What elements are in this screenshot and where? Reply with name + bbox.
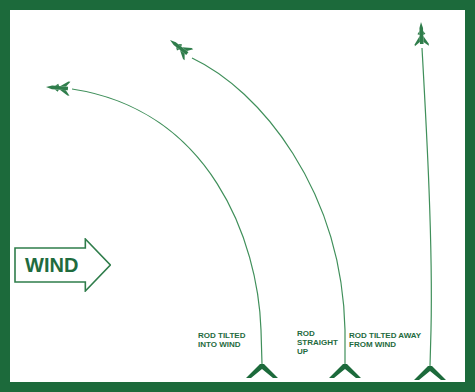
arrow-shape (15, 239, 110, 291)
launch-pad (246, 364, 278, 378)
rocket (166, 34, 194, 60)
wind-arrow: WIND (14, 238, 111, 292)
flight-path (72, 89, 262, 364)
flight-path (192, 58, 345, 364)
rod-label: ROD STRAIGHT UP (295, 328, 339, 357)
frame-border (5, 5, 470, 387)
rocket (414, 22, 429, 46)
launch-pad (414, 366, 446, 380)
rod-label: ROD TILTED INTO WIND (196, 330, 256, 350)
rocket (46, 80, 71, 96)
launch-pad (329, 364, 361, 378)
rod-label: ROD TILTED AWAY FROM WIND (347, 330, 425, 350)
flight-path (422, 48, 431, 366)
wind-label: WIND (25, 253, 111, 277)
